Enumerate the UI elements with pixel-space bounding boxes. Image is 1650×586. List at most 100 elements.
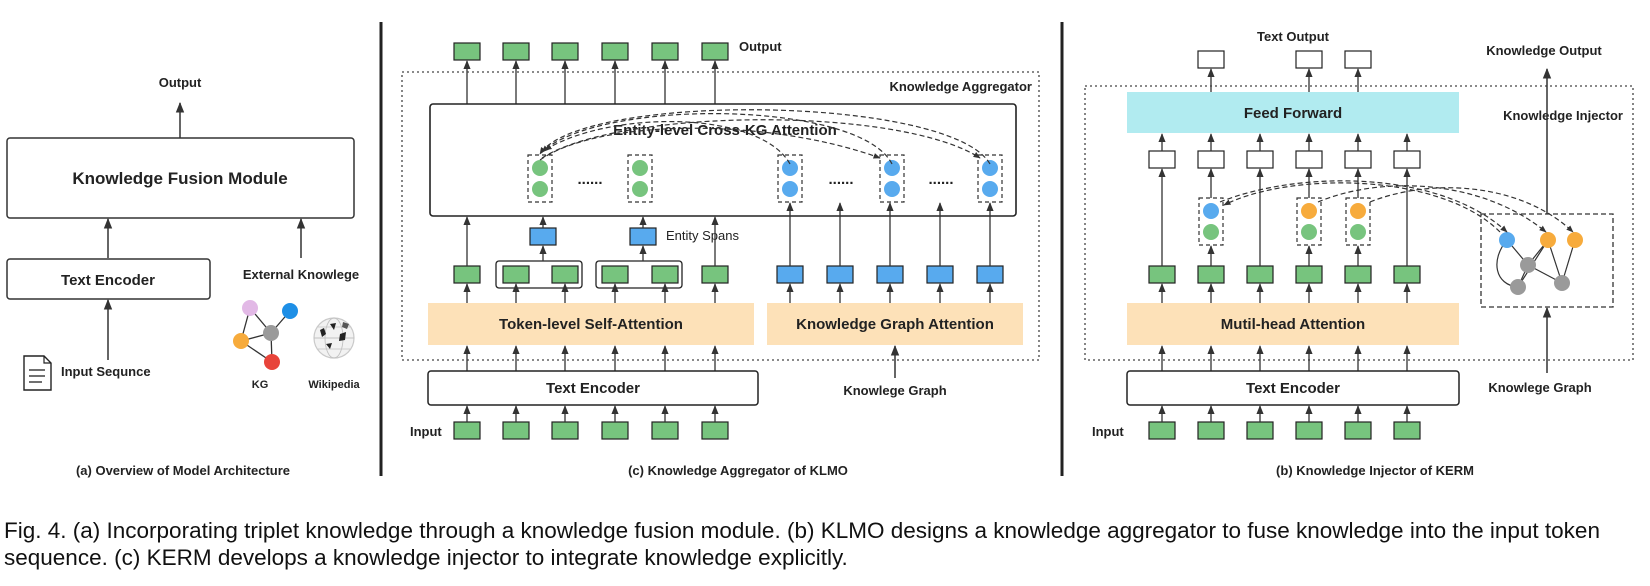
b-hidden-token	[1246, 150, 1274, 169]
panel-a-caption: (a) Overview of Model Architecture	[76, 463, 290, 478]
knowledge-subgraph-box	[1480, 213, 1614, 308]
c-input-token	[502, 421, 530, 440]
kg-attention-label: Knowledge Graph Attention	[796, 316, 994, 333]
panel-b-input-label: Input	[1092, 424, 1124, 439]
wikipedia-globe-icon	[313, 317, 355, 359]
panel-c-mid-tokens	[453, 202, 1004, 371]
c-entity-pair-5-bottom-node	[982, 181, 998, 197]
panel-a-text-encoder-label: Text Encoder	[61, 272, 155, 289]
multihead-attention-box	[1127, 303, 1459, 345]
b-input-token	[1197, 421, 1225, 440]
b-hidden-token	[1344, 150, 1372, 169]
architecture-diagram: Output Knowledge Fusion Module Text Enco…	[6, 22, 1634, 478]
c-output-token	[601, 42, 629, 61]
entity-span-box-2	[629, 227, 657, 246]
panel-a: Output Knowledge Fusion Module Text Enco…	[6, 75, 361, 478]
c-input-token	[651, 421, 679, 440]
panel-b-output-tokens	[1197, 50, 1372, 92]
wikipedia-label: Wikipedia	[308, 379, 360, 391]
knowledge-fusion-module-label: Knowledge Fusion Module	[72, 169, 287, 188]
external-knowledge-label: External Knowlege	[243, 267, 359, 282]
panel-c-text-encoder-label: Text Encoder	[546, 380, 640, 397]
knowledge-aggregator-label: Knowledge Aggregator	[889, 79, 1032, 94]
c-entity-pair-2-bottom-node	[632, 181, 648, 197]
panel-c-output-tokens	[453, 42, 729, 104]
b-token	[1246, 265, 1274, 284]
b-token	[1148, 265, 1176, 284]
entity-spans-label: Entity Spans	[666, 228, 739, 243]
token-self-attention-box	[428, 303, 754, 345]
panel-b-text-encoder-box	[1126, 370, 1460, 406]
c-entity-pair-3-top-node	[782, 160, 798, 176]
panel-b-entity-pairs	[1198, 197, 1371, 246]
panel-c-output-label: Output	[739, 39, 782, 54]
b-hidden-token	[1393, 150, 1421, 169]
feed-forward-box	[1127, 92, 1459, 133]
c-hidden-token	[502, 265, 530, 284]
panel-c-input-tokens	[453, 405, 729, 440]
b-token	[1295, 265, 1323, 284]
figure-caption: Fig. 4. (a) Incorporating triplet knowle…	[4, 518, 1600, 570]
span-group-2	[595, 260, 683, 289]
b-entity-pair-1-top-node	[1203, 203, 1219, 219]
c-entity-token	[776, 265, 804, 284]
text-output-label: Text Output	[1257, 29, 1330, 44]
kg-attention-box	[767, 303, 1023, 345]
b-output-token	[1197, 50, 1225, 69]
token-self-attention-label: Token-level Self-Attention	[499, 316, 683, 333]
c-hidden-token	[551, 265, 579, 284]
c-hidden-token	[701, 265, 729, 284]
c-output-token	[551, 42, 579, 61]
span-group-1	[495, 260, 583, 289]
c-output-token	[651, 42, 679, 61]
dots-3: ......	[928, 171, 953, 188]
knowledge-subgraph-graph	[1496, 232, 1583, 295]
b-token	[1197, 265, 1225, 284]
b-entity-pair-2-bottom-node	[1301, 224, 1317, 240]
c-entity-pair-3-bottom-node	[782, 181, 798, 197]
c-output-token	[502, 42, 530, 61]
kg-graph-icon	[233, 300, 298, 370]
input-sequence-label: Input Sequnce	[61, 364, 151, 379]
panel-c-input-label: Input	[410, 424, 442, 439]
b-input-token	[1246, 421, 1274, 440]
panel-b-hidden-tokens	[1148, 133, 1421, 169]
panel-b-input-tokens	[1148, 405, 1421, 440]
c-hidden-token	[601, 265, 629, 284]
c-input-token	[551, 421, 579, 440]
b-entity-pair-3-bottom-node	[1350, 224, 1366, 240]
b-input-token	[1295, 421, 1323, 440]
c-input-token	[601, 421, 629, 440]
c-entity-pair-1-bottom-node	[532, 181, 548, 197]
c-input-token	[453, 421, 481, 440]
b-hidden-token	[1197, 150, 1225, 169]
feed-forward-label: Feed Forward	[1244, 105, 1342, 122]
b-hidden-token	[1148, 150, 1176, 169]
kg-label: KG	[252, 379, 269, 391]
c-entity-token	[976, 265, 1004, 284]
c-entity-pair-4-bottom-node	[884, 181, 900, 197]
c-entity-token	[876, 265, 904, 284]
panel-b-text-encoder-label: Text Encoder	[1246, 380, 1340, 397]
panel-b-mid-tokens	[1148, 168, 1421, 371]
c-entity-pair-4-top-node	[884, 160, 900, 176]
cross-kg-attention-box	[429, 103, 1017, 217]
document-icon	[23, 355, 52, 391]
c-entity-pair-1-top-node	[532, 160, 548, 176]
c-hidden-token	[453, 265, 481, 284]
b-entity-pair-2-top-node	[1301, 203, 1317, 219]
c-hidden-token	[651, 265, 679, 284]
entity-span-box-1	[529, 227, 557, 246]
panel-a-output-label: Output	[159, 75, 202, 90]
b-input-token	[1344, 421, 1372, 440]
b-input-token	[1148, 421, 1176, 440]
b-token	[1344, 265, 1372, 284]
panel-b-knowledge-graph-label: Knowlege Graph	[1488, 380, 1591, 395]
cross-kg-attention-label: Entity-level Cross-KG Attention	[613, 122, 837, 139]
panel-b-caption: (b) Knowledge Injector of KERM	[1276, 463, 1474, 478]
knowledge-aggregator-container	[401, 71, 1040, 361]
c-entity-pair-5-top-node	[982, 160, 998, 176]
b-output-token	[1295, 50, 1323, 69]
panel-c-caption: (c) Knowledge Aggregator of KLMO	[628, 463, 848, 478]
knowledge-injector-label: Knowledge Injector	[1503, 108, 1623, 123]
